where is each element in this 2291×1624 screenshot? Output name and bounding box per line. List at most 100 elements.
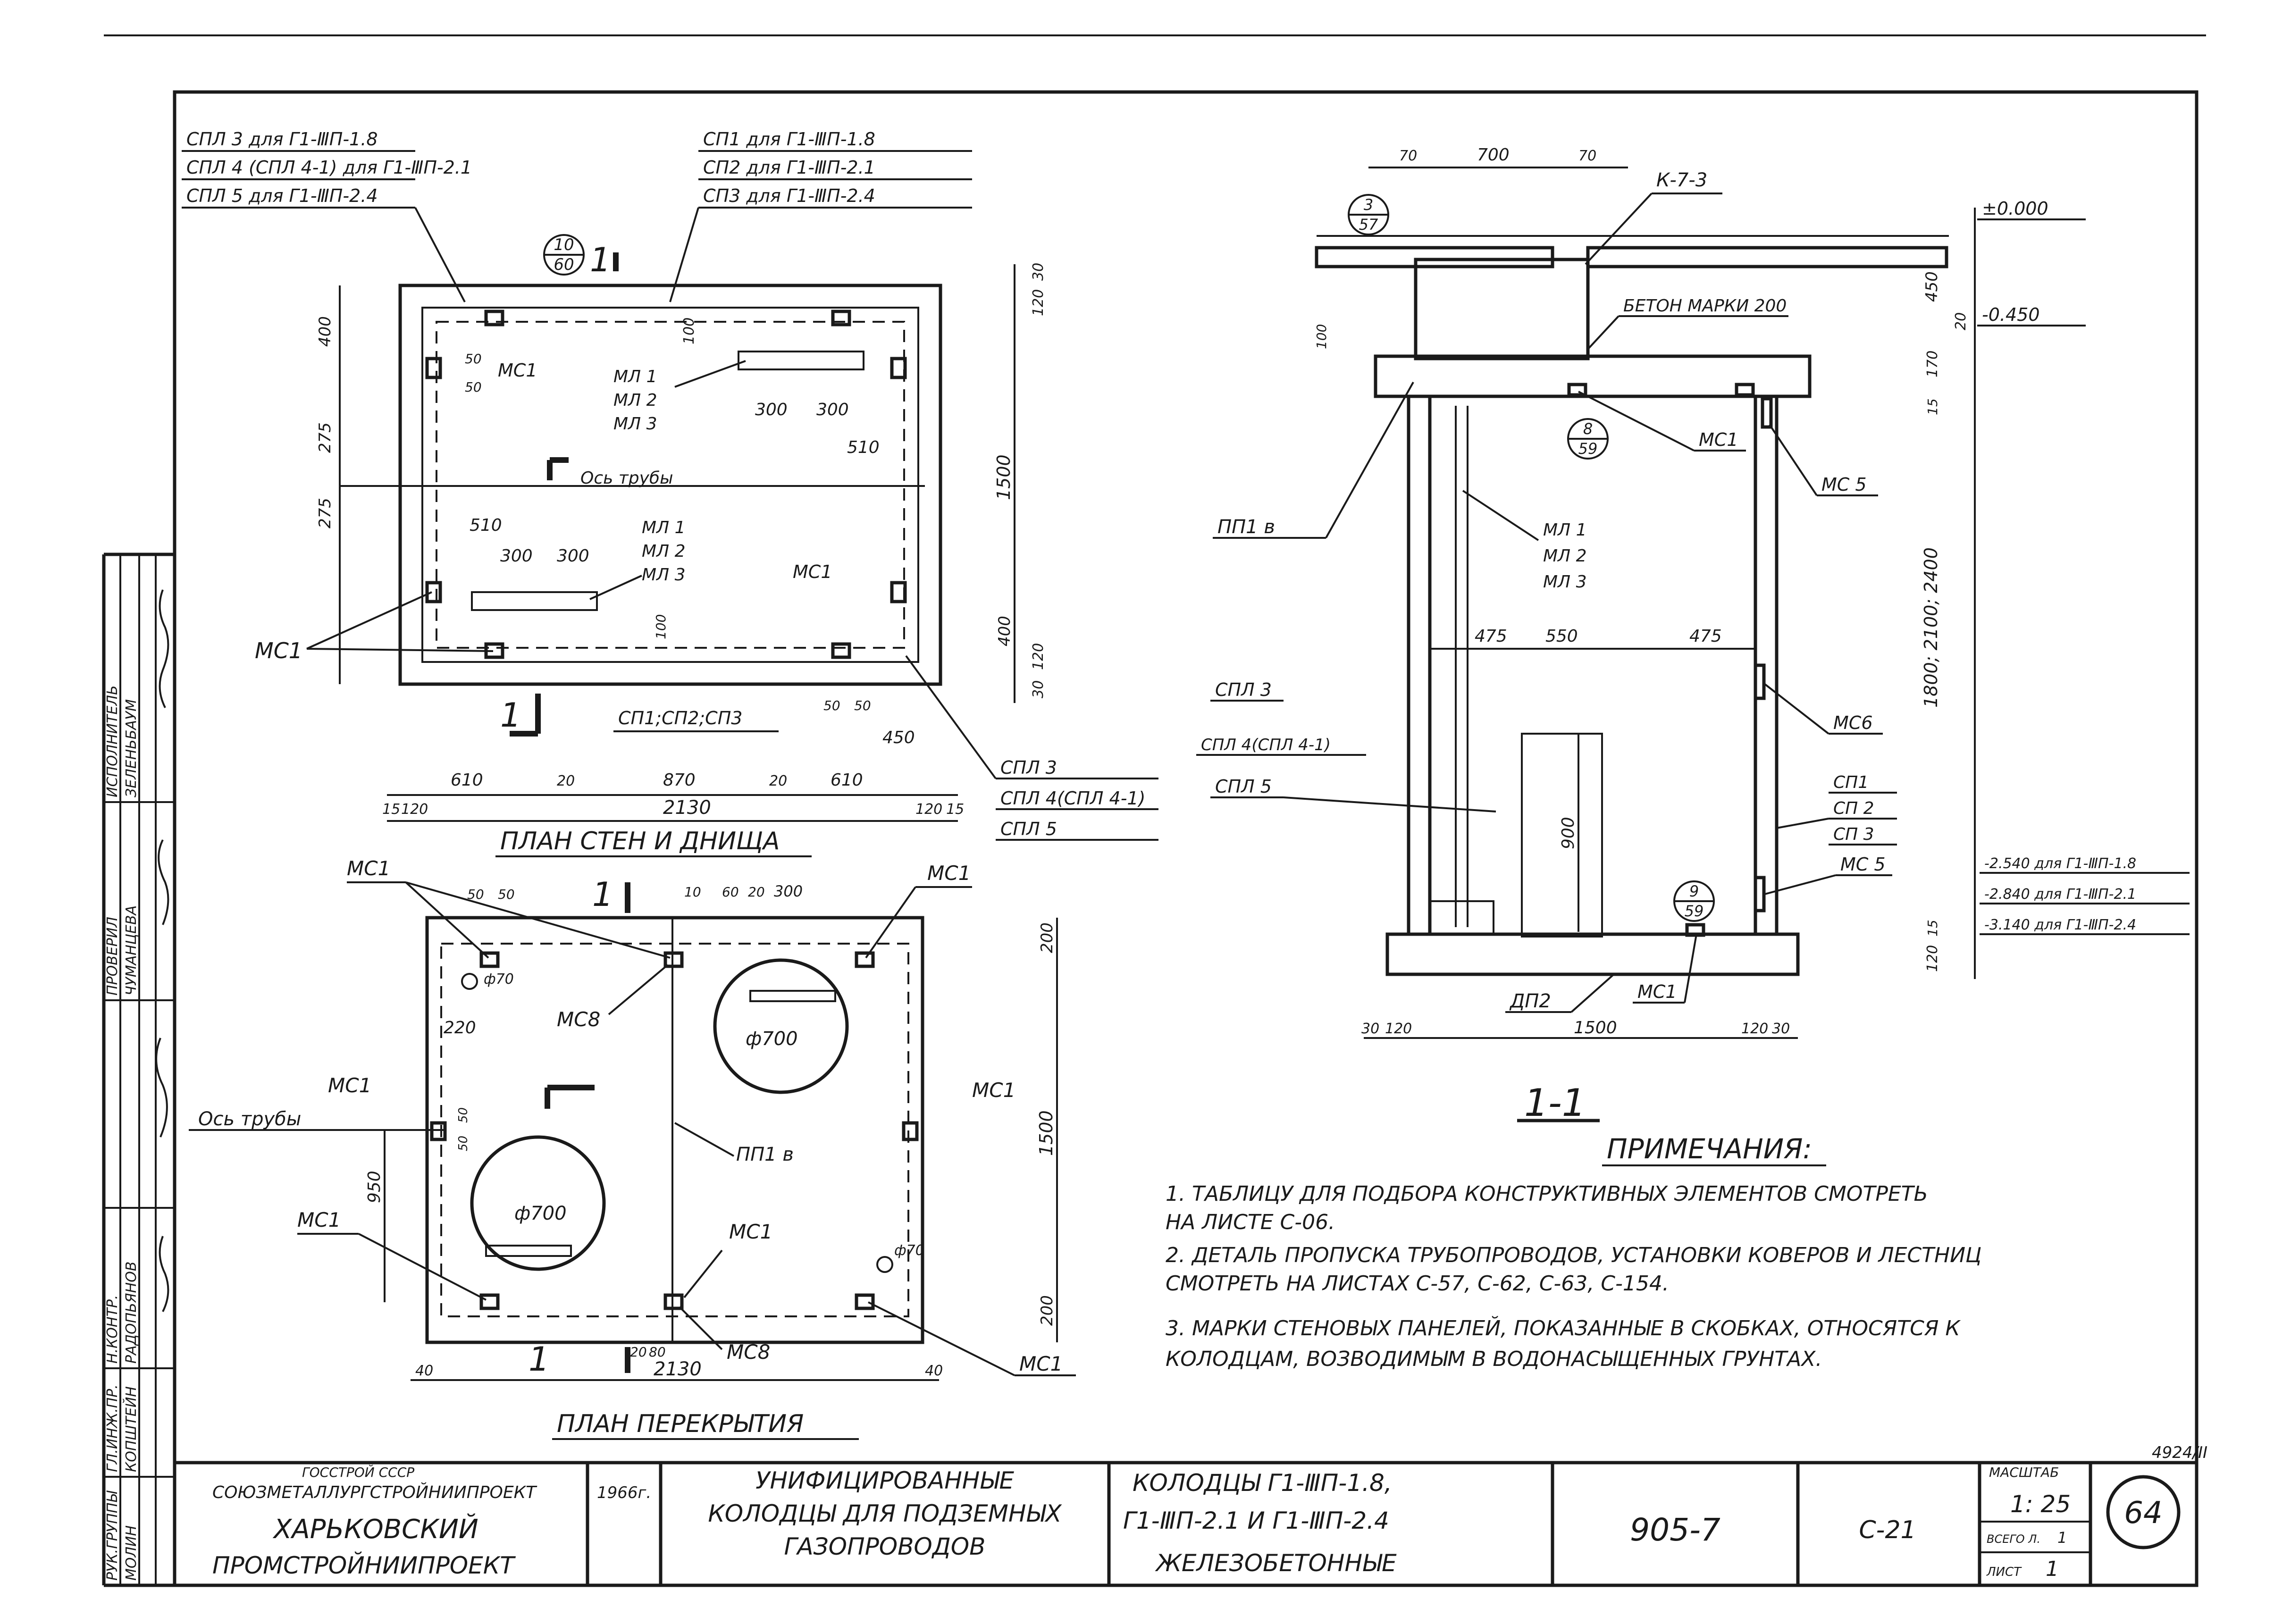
- project-line-1: УНИФИЦИРОВАННЫЕ: [755, 1467, 1014, 1494]
- dim: 120: [401, 801, 428, 818]
- dim: 300: [500, 546, 533, 566]
- ml-top-2: МЛ 2: [613, 391, 657, 410]
- dim: 450: [1922, 271, 1941, 302]
- dim: 120: [915, 801, 942, 818]
- ref-circle-bottom: 60: [554, 255, 574, 274]
- mc6-label: МС6: [1833, 712, 1873, 733]
- dim: 120: [1030, 289, 1047, 316]
- section-mark-bottom: 1: [500, 696, 521, 735]
- dim: 20: [630, 1344, 647, 1360]
- mc1-leader: [1578, 391, 1695, 452]
- mc-part: [1735, 383, 1755, 397]
- org-line-2: СОЮЗМЕТАЛЛУРГСТРОЙНИИПРОЕКТ: [212, 1482, 537, 1502]
- mc1-label: МС1: [498, 360, 537, 381]
- notes-title: ПРИМЕЧАНИЯ:: [1607, 1133, 1812, 1165]
- dim: 20: [557, 773, 575, 789]
- dim: 950: [365, 1171, 384, 1203]
- mc5-leader: [1764, 874, 1836, 895]
- dim: 170: [1924, 351, 1941, 377]
- ref-bottom: 57: [1359, 216, 1378, 234]
- phi700: ф700: [514, 1203, 567, 1224]
- dim: 870: [663, 770, 696, 790]
- dim: 120: [1030, 643, 1047, 670]
- mc1-leader: [306, 591, 432, 650]
- dim: 50: [465, 351, 482, 367]
- dim: 40: [925, 1363, 943, 1379]
- dim: 120: [1741, 1021, 1768, 1037]
- mc8-leader: [608, 964, 669, 1015]
- manhole-opening: [713, 958, 849, 1094]
- phi70: ф70: [484, 971, 514, 988]
- callout-spl4: СПЛ 4 (СПЛ 4-1) для Г1-ⅢП-2.1: [186, 157, 472, 178]
- dim: 610: [451, 770, 483, 790]
- mc1-label: МС1: [729, 1220, 772, 1243]
- callout-leader: [414, 207, 466, 302]
- mc1-label: МС1: [793, 561, 832, 582]
- spl-leader: [1283, 796, 1496, 812]
- ref-circle: [1567, 418, 1609, 460]
- sp2: СП 2: [1833, 799, 1874, 818]
- mc1-leader: [306, 648, 494, 652]
- mc-part: [855, 951, 875, 968]
- dim: 400: [995, 616, 1014, 646]
- ppl-label: ПП1 в: [736, 1144, 794, 1165]
- scale-value: 1: 25: [2010, 1490, 2071, 1518]
- dim: 2130: [663, 797, 711, 819]
- org-line-3: ХАРЬКОВСКИЙ: [272, 1514, 478, 1545]
- dim: 15: [382, 801, 400, 818]
- mc1-label: МС1: [297, 1208, 341, 1231]
- mc5-label: МС 5: [1840, 854, 1886, 875]
- mc1-leader: [865, 886, 916, 959]
- name: РАДОПЬЯНОВ: [123, 1262, 140, 1364]
- notes: ПРИМЕЧАНИЯ: 1. ТАБЛИЦУ ДЛЯ ПОДБОРА КОНСТ…: [1166, 1133, 1981, 1371]
- mc-part: [479, 1293, 500, 1310]
- plan-cover: 1 1 МС1 МС1 МС1 МС1 МС1 МС1 МС1 МС8 МС8 …: [189, 857, 1076, 1440]
- dim: 30: [1030, 680, 1047, 698]
- spl5: СПЛ 5: [1215, 776, 1272, 797]
- ladder-bar: [749, 990, 836, 1002]
- note-line: 3. МАРКИ СТЕНОВЫХ ПАНЕЛЕЙ, ПОКАЗАННЫЕ В …: [1166, 1315, 1961, 1340]
- mc1-leader: [1684, 934, 1697, 1003]
- ml-2: МЛ 2: [1543, 546, 1586, 566]
- dim: 100: [653, 614, 669, 639]
- dim: 1800; 2100; 2400: [1921, 547, 1941, 708]
- sheet-line-1: КОЛОДЦЫ Г1-ⅢП-1.8,: [1133, 1469, 1392, 1497]
- section-mark-top: 1: [592, 875, 613, 914]
- door-opening: [1521, 733, 1603, 938]
- callout-sp1: СП1 для Г1-ⅢП-1.8: [703, 129, 875, 150]
- dp-leader: [1570, 973, 1615, 1013]
- dim: 30: [1361, 1021, 1379, 1037]
- note-line: 1. ТАБЛИЦУ ДЛЯ ПОДБОРА КОНСТРУКТИВНЫХ ЭЛ…: [1166, 1182, 1928, 1206]
- sheet-line-3: ЖЕЛЕЗОБЕТОННЫЕ: [1155, 1549, 1397, 1577]
- k-label: К-7-3: [1656, 169, 1707, 191]
- callout-leader: [669, 207, 699, 302]
- dim: 275: [316, 498, 335, 528]
- dim: 275: [316, 422, 335, 453]
- mc1-part: [484, 310, 504, 326]
- dim: 100: [1314, 324, 1329, 349]
- spl3: СПЛ 3: [1215, 679, 1272, 700]
- mc5-part: [1754, 876, 1766, 912]
- dim: 50: [854, 698, 871, 713]
- signature-strip: ИСПОЛНИТЕЛЬ ЗЕЛЕНЬБАУМ ПРОВЕРИЛ ЧУМАНЦЕВ…: [104, 554, 175, 1585]
- ml-top-3: МЛ 3: [613, 414, 657, 434]
- ref-top: 9: [1689, 882, 1699, 900]
- ventilation-hole: [461, 973, 478, 990]
- ref-circle: [543, 234, 585, 276]
- dim: 1500: [993, 454, 1014, 500]
- phi70: ф70: [894, 1242, 924, 1259]
- dim: 100: [681, 318, 697, 344]
- dim: 450: [882, 728, 915, 747]
- ref-circle: [1673, 880, 1715, 922]
- project-line-3: ГАЗОПРОВОДОВ: [784, 1533, 986, 1560]
- dim: 2130: [654, 1358, 702, 1380]
- org-line-1: ГОССТРОЙ СССР: [302, 1464, 414, 1480]
- mc-part: [663, 1293, 684, 1310]
- dim: 70: [1399, 148, 1417, 164]
- sp1: СП1: [1833, 773, 1869, 792]
- ml-top-1: МЛ 1: [613, 367, 657, 386]
- dim: 550: [1545, 627, 1578, 646]
- name: ЗЕЛЕНЬБАУМ: [123, 699, 140, 797]
- dim: 15: [1925, 398, 1940, 415]
- spl4-right: СПЛ 4(СПЛ 4-1): [1000, 788, 1145, 809]
